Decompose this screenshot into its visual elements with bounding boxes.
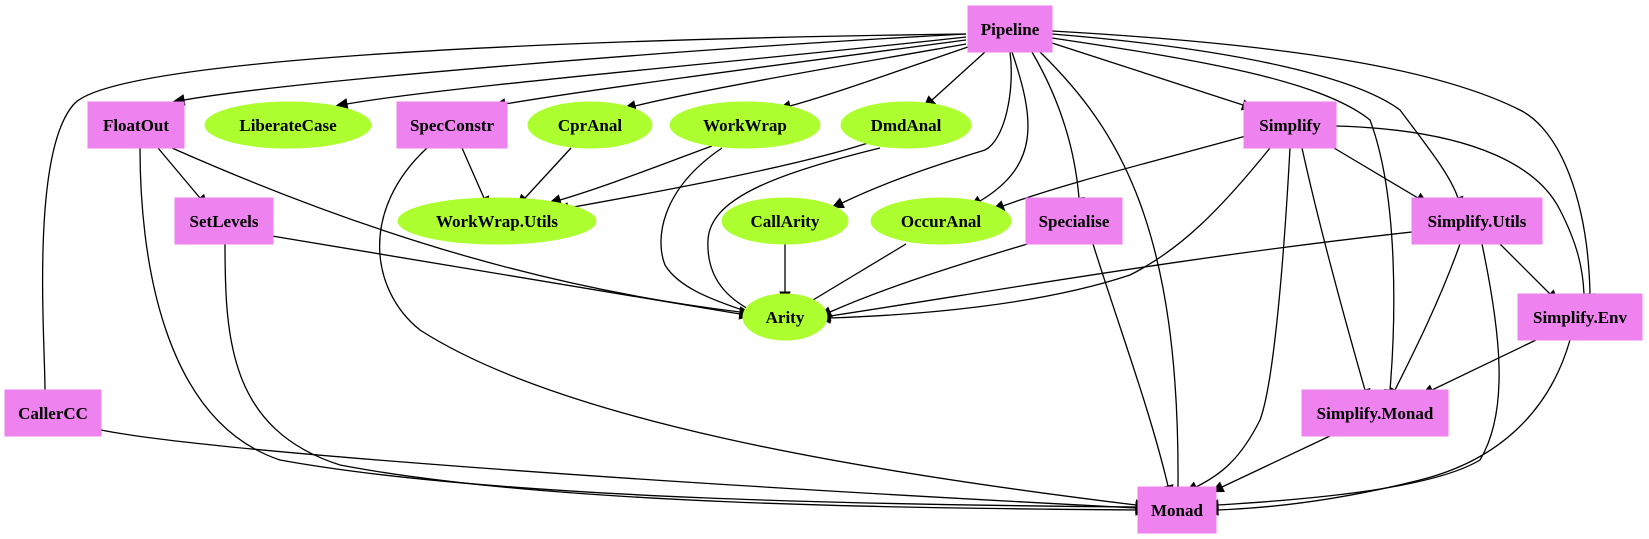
arrowhead-icon [830,197,845,209]
edge-pipeline-to-cpranal [623,43,967,112]
node-caller-cc[interactable]: CallerCC [4,389,102,437]
node-label: WorkWrap.Utils [436,212,558,231]
edge-occuranal-to-arity [797,243,907,310]
node-work-wrap[interactable]: WorkWrap [669,101,821,149]
edge-pipeline-to-occuranal [969,51,1029,208]
node-simplify-utils[interactable]: Simplify.Utils [1411,197,1543,245]
edge-simplifyutils-to-simplifymonad [1389,243,1461,401]
node-label: CallerCC [18,404,88,423]
node-specialise[interactable]: Specialise [1025,197,1123,245]
node-work-wrap-utils[interactable]: WorkWrap.Utils [397,197,597,245]
module-box [87,101,185,149]
node-set-levels[interactable]: SetLevels [174,197,274,245]
node-arity[interactable]: Arity [742,293,828,341]
edge-pipeline-to-monad [1039,51,1184,500]
node-label: SetLevels [190,212,259,231]
node-label: Simplify [1259,116,1321,135]
edge-pipeline-to-specialise [1031,51,1085,211]
module-ellipse [527,101,653,149]
module-box [967,5,1053,53]
node-label: Specialise [1039,212,1110,231]
edge-floatout-to-monad [139,147,1149,513]
edge-specialise-to-arity [818,241,1035,318]
node-simplify-env[interactable]: Simplify.Env [1517,293,1643,341]
edge-pipeline-to-dmdanal [922,51,986,109]
module-box [4,389,102,437]
module-box [396,101,508,149]
module-ellipse [397,197,597,245]
edge-simplifyutils-to-monad [1205,243,1500,511]
node-label: FloatOut [103,116,169,135]
node-label: Arity [766,308,805,327]
edge-simplifyenv-to-simplifymonad [1420,339,1537,396]
module-box [1243,101,1337,149]
node-label: Pipeline [981,20,1040,39]
node-label: Monad [1151,501,1204,520]
node-label: CprAnal [558,116,623,135]
edge-simplify-to-simplifymonad [1301,147,1371,402]
node-spec-constr[interactable]: SpecConstr [396,101,508,149]
module-box [1025,197,1123,245]
node-monad[interactable]: Monad [1137,486,1217,534]
node-label: Simplify.Env [1533,308,1628,327]
module-ellipse [742,293,828,341]
module-ellipse [870,197,1012,245]
edge-cpranal-to-workwraputils [516,147,572,207]
edge-pipeline-to-simplify [1051,42,1255,111]
node-cpr-anal[interactable]: CprAnal [527,101,653,149]
edge-simplifyutils-to-simplifyenv [1499,243,1559,303]
edge-simplify-to-monad [1185,147,1291,493]
edge-pipeline-to-simplifyenv [1051,30,1596,307]
node-label: WorkWrap [703,116,787,135]
module-ellipse [721,197,849,245]
module-ellipse [669,101,821,149]
edge-pipeline-to-specconstr [492,39,967,110]
module-ellipse [840,101,972,149]
node-pipeline[interactable]: Pipeline [967,5,1053,53]
node-occur-anal[interactable]: OccurAnal [870,197,1012,245]
node-dmd-anal[interactable]: DmdAnal [840,101,972,149]
edge-pipeline-to-callarity [830,51,1012,209]
edge-specialise-to-monad [1092,243,1174,498]
node-label: SpecConstr [410,116,495,135]
node-liberate-case[interactable]: LiberateCase [204,101,372,149]
node-simplify-monad[interactable]: Simplify.Monad [1301,389,1449,437]
module-ellipse [204,101,372,149]
module-box [1137,486,1217,534]
node-label: CallArity [751,212,820,231]
module-box [174,197,274,245]
module-box [1411,197,1543,245]
edge-callercc-to-monad [100,429,1149,514]
node-call-arity[interactable]: CallArity [721,197,849,245]
node-label: LiberateCase [239,116,337,135]
edge-setlevels-to-arity [271,235,753,320]
node-label: DmdAnal [871,116,942,135]
edge-simplifyutils-to-arity [817,231,1413,322]
edge-pipeline-to-workwrap [778,46,969,112]
module-box [1517,293,1643,341]
node-label: Simplify.Utils [1428,212,1527,231]
edge-setlevels-to-monad [224,243,1149,516]
node-label: Simplify.Monad [1317,404,1434,423]
node-label: OccurAnal [901,212,982,231]
node-simplify[interactable]: Simplify [1243,101,1337,149]
module-box [1301,389,1449,437]
node-float-out[interactable]: FloatOut [87,101,185,149]
